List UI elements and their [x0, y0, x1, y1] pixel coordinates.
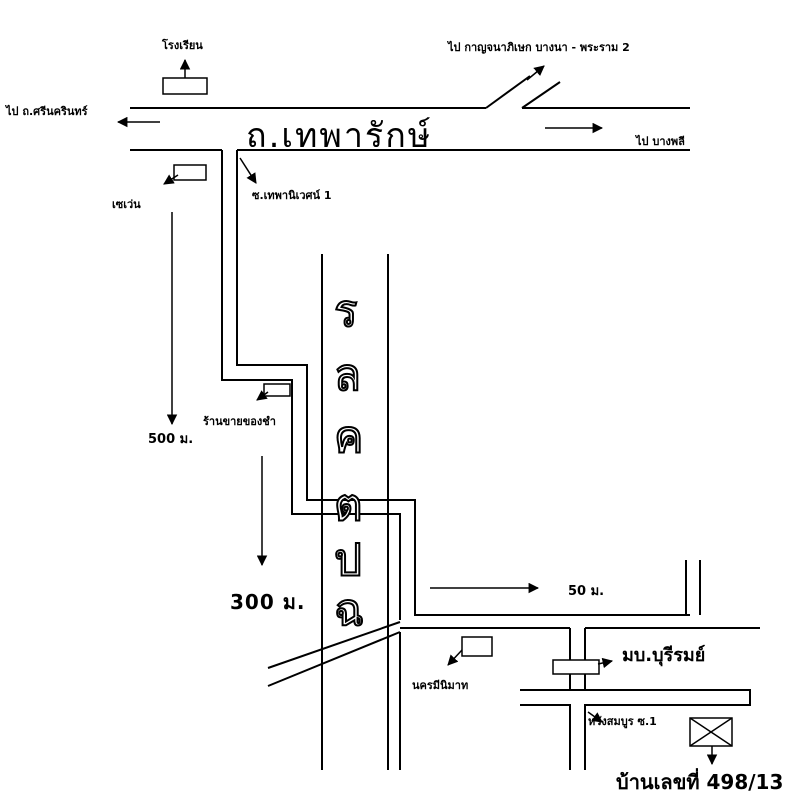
- label-dist-500: 500 ม.: [148, 432, 194, 447]
- vertical-road-char-6: ฉ: [334, 585, 364, 636]
- label-to-srinakarin: ไป ถ.ศรีนครินทร์: [6, 105, 88, 118]
- arrow-fuel-shop: [256, 390, 269, 401]
- village-box-road: [520, 689, 751, 770]
- label-soi-thepanivet: ซ.เทพานิเวศน์ 1: [252, 189, 332, 202]
- label-house-number: บ้านเลขที่ 498/13: [616, 770, 784, 794]
- nakhon-store-building: [461, 636, 493, 657]
- vertical-road-char-4: ต: [334, 480, 363, 531]
- label-school: โรงเรียน: [162, 39, 203, 52]
- arrow-soi-1: [587, 711, 603, 723]
- seven-eleven-building: [173, 164, 207, 181]
- arrow-village: [597, 657, 614, 669]
- vertical-road-char-5: ป: [334, 535, 362, 586]
- arrow-seven-eleven: [163, 174, 179, 185]
- diagonal-road-upper: [267, 621, 401, 669]
- ramp-right: [521, 81, 561, 109]
- ramp-left: [485, 75, 531, 109]
- village-gate-building: [552, 659, 600, 675]
- label-village: มบ.บุรีรมย์: [622, 645, 706, 666]
- soi-road-left: [221, 150, 401, 620]
- arrow-nakhon-store: [447, 649, 463, 666]
- vertical-road-char-1: ร: [334, 286, 358, 337]
- label-nakhon-store: นครมีนิมาท: [412, 679, 469, 692]
- village-box-road-left: [520, 704, 571, 770]
- arrow-soi-thepanivet: [239, 157, 257, 184]
- label-soi-1: หวังสมบูร ซ.1: [588, 715, 657, 728]
- vertical-road-name: ร ล ค ต ป ฉ: [333, 285, 365, 637]
- soi-road-right: [236, 150, 690, 616]
- label-seven-eleven: เซเว่น: [112, 198, 141, 211]
- label-dist-50: 50 ม.: [568, 584, 605, 599]
- fuel-shop-building: [263, 383, 291, 397]
- label-to-bangphli: ไป บางพลี: [636, 135, 685, 148]
- label-fuel-shop: ร้านขายของชำ: [203, 415, 276, 428]
- vertical-road-char-2: ล: [334, 350, 361, 401]
- diagonal-road-lower: [267, 631, 401, 687]
- label-main-road: ถ.เทพารักษ์: [246, 116, 433, 156]
- vertical-road-char-3: ค: [334, 412, 363, 463]
- label-to-kanchanaphisek: ไป กาญจนาภิเษก บางนา - พระราม 2: [448, 41, 630, 54]
- arrow-to-kanchanaphisek: [526, 65, 545, 81]
- school-building: [162, 77, 208, 95]
- label-dist-300: 300 ม.: [230, 590, 306, 614]
